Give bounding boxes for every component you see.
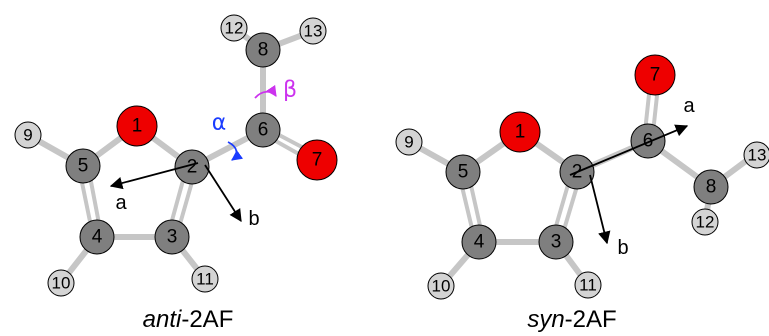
atom-label-c3: 3 bbox=[551, 232, 562, 253]
atom-c4 bbox=[461, 224, 497, 260]
atom-label-h12: 12 bbox=[696, 213, 715, 232]
atom-h12 bbox=[691, 208, 719, 236]
atom-label-c4: 4 bbox=[474, 232, 485, 253]
atom-label-c6: 6 bbox=[258, 120, 269, 141]
axis-a-arrow bbox=[569, 124, 689, 176]
atom-o7 bbox=[296, 139, 338, 181]
axis-b-label: b bbox=[248, 208, 259, 230]
axis-b-arrow bbox=[204, 164, 242, 223]
atom-c6 bbox=[630, 123, 666, 159]
atom-c8 bbox=[245, 32, 281, 68]
atom-label-o7: 7 bbox=[312, 150, 323, 171]
atom-label-h9: 9 bbox=[404, 133, 413, 152]
caption-anti-prefix: anti bbox=[143, 306, 182, 333]
atom-label-o1: 1 bbox=[515, 122, 526, 143]
axis-b-arrow bbox=[589, 174, 611, 245]
atom-o7 bbox=[634, 54, 676, 96]
molecule-anti: 12 13 8 6 7 1 2 5 4 3 9 10 11 bbox=[14, 14, 338, 333]
atom-h9 bbox=[395, 128, 423, 156]
principal-axes-anti: a b bbox=[109, 162, 260, 230]
atom-o1 bbox=[499, 111, 541, 153]
axis-a-label: a bbox=[683, 95, 695, 117]
atom-label-c5: 5 bbox=[458, 162, 469, 183]
atom-h9 bbox=[14, 121, 42, 149]
atom-h11 bbox=[191, 265, 219, 293]
atom-label-h11: 11 bbox=[579, 276, 597, 295]
atom-h13 bbox=[743, 141, 769, 169]
atom-label-c6: 6 bbox=[643, 131, 654, 152]
atom-label-c8: 8 bbox=[706, 177, 717, 198]
molecule-syn: 7 6 13 8 12 1 2 5 4 3 9 10 11 bbox=[395, 54, 769, 333]
atom-c6 bbox=[245, 112, 281, 148]
torsion-indicators-anti: α β bbox=[212, 78, 297, 161]
atoms-syn: 7 6 13 8 12 1 2 5 4 3 9 10 11 bbox=[395, 54, 769, 300]
atom-h10 bbox=[427, 272, 455, 300]
atom-c5 bbox=[445, 154, 481, 190]
atom-label-c2: 2 bbox=[187, 157, 198, 178]
axis-b-label: b bbox=[617, 237, 628, 259]
caption-anti: anti-2AF bbox=[143, 306, 234, 333]
atom-label-o7: 7 bbox=[650, 65, 661, 86]
atom-c3 bbox=[154, 219, 190, 255]
atom-label-h13: 13 bbox=[304, 22, 323, 41]
atom-h11 bbox=[574, 271, 602, 299]
caption-anti-suffix: -2AF bbox=[181, 306, 233, 333]
atom-h10 bbox=[47, 269, 75, 297]
atom-c3 bbox=[538, 224, 574, 260]
atom-label-o1: 1 bbox=[132, 116, 143, 137]
atom-label-c4: 4 bbox=[92, 227, 103, 248]
atom-label-h9: 9 bbox=[23, 126, 32, 145]
atom-c8 bbox=[693, 169, 729, 205]
atom-label-h11: 11 bbox=[196, 270, 214, 289]
beta-label: β bbox=[283, 78, 297, 103]
alpha-rotation-arrow bbox=[227, 141, 244, 161]
atom-label-c3: 3 bbox=[167, 227, 178, 248]
beta-rotation-arrow bbox=[254, 84, 277, 99]
atom-h12 bbox=[220, 14, 248, 42]
atom-label-c5: 5 bbox=[78, 156, 89, 177]
axis-a-arrow bbox=[109, 162, 199, 190]
caption-syn-prefix: syn bbox=[527, 306, 564, 333]
atom-label-h10: 10 bbox=[52, 274, 71, 293]
atom-o1 bbox=[116, 105, 158, 147]
atom-label-h10: 10 bbox=[432, 277, 451, 296]
atom-label-h12: 12 bbox=[225, 19, 244, 38]
atom-c2 bbox=[174, 149, 210, 185]
alpha-label: α bbox=[212, 111, 227, 136]
caption-syn-suffix: -2AF bbox=[565, 306, 617, 333]
atom-label-h13: 13 bbox=[748, 146, 767, 165]
principal-axes-syn: a b bbox=[569, 95, 695, 259]
atom-c5 bbox=[65, 148, 101, 184]
axis-a-label: a bbox=[115, 192, 127, 214]
atom-label-c8: 8 bbox=[258, 40, 269, 61]
atoms-anti: 12 13 8 6 7 1 2 5 4 3 9 10 11 bbox=[14, 14, 338, 297]
atom-h13 bbox=[299, 17, 327, 45]
caption-syn: syn-2AF bbox=[527, 306, 616, 333]
atom-c4 bbox=[79, 219, 115, 255]
